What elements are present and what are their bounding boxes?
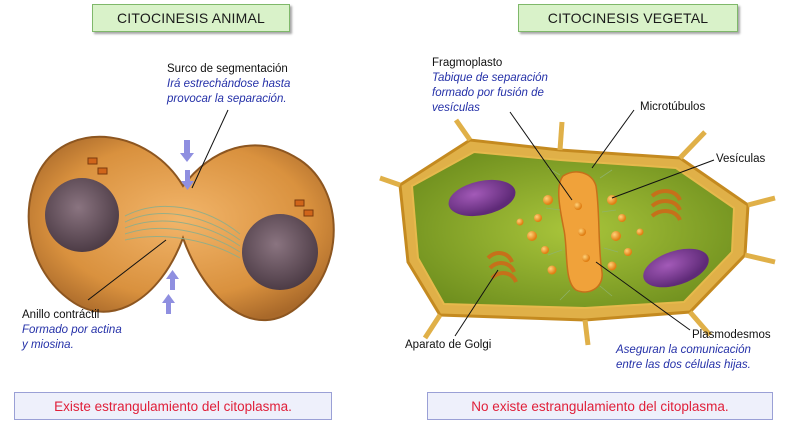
label-golgi: Aparato de Golgi [405,339,492,351]
label-fragmoplasto: Fragmoplasto Tabique de separación forma… [432,57,548,114]
vacuole-right [643,248,709,288]
spindle-fibers [124,205,241,259]
centriole-right [294,199,314,217]
leader-golgi [454,269,499,337]
wall-extensions [379,118,776,346]
label-vesiculas: Vesículas [716,153,766,165]
label-surco: Surco de segmentación Irá estrechándose … [167,63,291,105]
leader-anillo [87,239,167,301]
title-citocinesis-animal: CITOCINESIS ANIMAL [92,4,290,32]
caption-animal: Existe estrangulamiento del citoplasma. [14,392,332,420]
title-citocinesis-vegetal: CITOCINESIS VEGETAL [518,4,738,32]
label-plasmodesmos: Plasmodesmos Aseguran la comunicación en… [616,329,771,371]
leader-surco [191,109,229,189]
golgi-right [650,189,682,221]
constriction-arrows [162,140,194,314]
animal-cell [27,109,335,322]
label-anillo: Anillo contráctil Formado por actina y m… [22,309,122,351]
plant-cell [379,109,776,346]
leader-plasmodesmos [595,261,691,331]
caption-vegetal: No existe estrangulamiento del citoplasm… [427,392,773,420]
animal-nucleus-left [45,178,119,252]
vesicles [516,195,644,275]
animal-nucleus-right [242,214,318,290]
leader-fragmoplasto [509,111,573,201]
leader-vesiculas [611,159,715,199]
leader-microtubulos [591,109,635,169]
centriole-left [87,157,108,175]
vacuole-left [448,179,516,217]
label-microtubulos: Microtúbulos [640,101,706,113]
